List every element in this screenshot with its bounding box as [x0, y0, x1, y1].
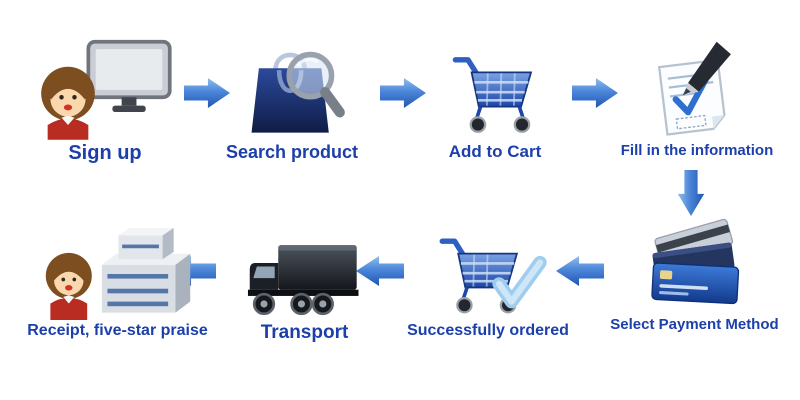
step-successfully-ordered: Successfully ordered [407, 220, 569, 340]
credit-cards-icon [642, 214, 748, 314]
shopping-cart-icon [441, 30, 549, 140]
step-label-search-product: Search product [225, 142, 359, 162]
person-at-computer-icon [31, 30, 179, 140]
step-sign-up: Sign up [30, 30, 180, 165]
shopping-bag-magnifier-icon [233, 30, 351, 140]
step-search-product: Search product [212, 30, 372, 163]
step-fill-information: Fill in the information [612, 30, 782, 159]
step-transport: Transport [222, 228, 387, 344]
step-label-fill-information: Fill in the information [620, 142, 774, 159]
person-with-packages-icon [37, 226, 199, 320]
delivery-truck-icon [246, 228, 364, 320]
step-label-select-payment: Select Payment Method [610, 316, 779, 333]
step-label-transport: Transport [260, 322, 349, 343]
step-label-successfully-ordered: Successfully ordered [407, 322, 569, 339]
step-add-to-cart: Add to Cart [420, 30, 570, 162]
step-label-add-to-cart: Add to Cart [448, 142, 542, 161]
step-receipt-praise: Receipt, five-star praise [20, 226, 215, 340]
cart-checkmark-icon [428, 220, 548, 320]
step-select-payment: Select Payment Method [602, 214, 787, 333]
form-paper-pen-icon [647, 30, 747, 140]
arrow-down-icon [677, 170, 705, 216]
step-label-receipt-praise: Receipt, five-star praise [27, 322, 208, 339]
step-label-sign-up: Sign up [68, 142, 142, 164]
